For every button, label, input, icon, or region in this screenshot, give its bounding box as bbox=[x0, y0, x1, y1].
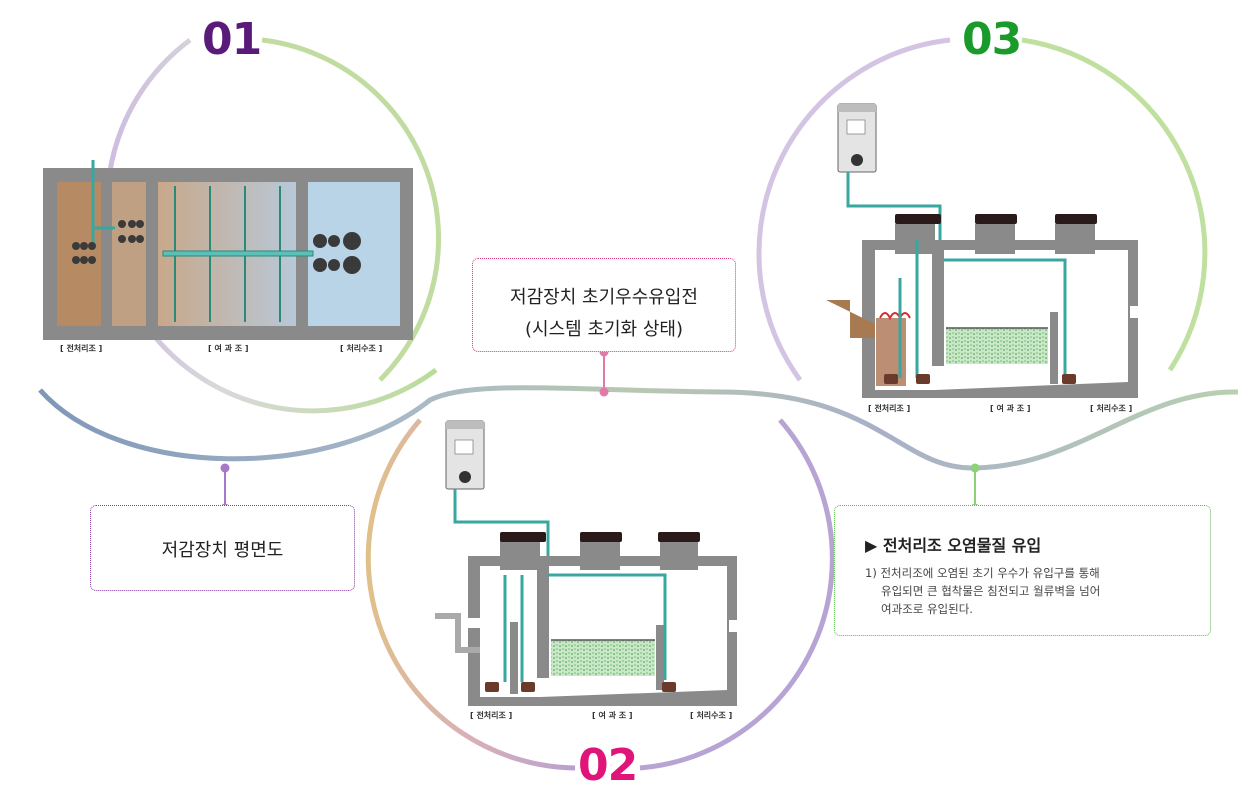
step3-heading: ▶ 전처리조 오염물질 유입 bbox=[865, 536, 1042, 555]
step-number-01: 01 bbox=[202, 14, 262, 65]
step3-line2: 유입되면 큰 협착물은 침전되고 월류벽을 넘어 bbox=[881, 584, 1101, 598]
step3-line3: 여과조로 유입된다. bbox=[881, 602, 973, 616]
circle-03-arc-right bbox=[1021, 37, 1208, 372]
connector-dot-step3-top bbox=[970, 463, 980, 473]
step3-line1: 1) 전처리조에 오염된 초기 우수가 유입구를 통해 bbox=[865, 566, 1100, 580]
connecting-wave bbox=[38, 385, 1238, 471]
circle-03-arc bbox=[756, 37, 951, 382]
circle-01-arc-right bbox=[261, 37, 442, 382]
step-number-02: 02 bbox=[578, 740, 638, 791]
connector-dot-initial-bottom bbox=[599, 387, 609, 397]
label-pre-treatment-02: [ 전처리조 ] bbox=[470, 711, 513, 720]
initial-state-box: 저감장치 초기우수유입전 (시스템 초기화 상태) bbox=[472, 258, 736, 352]
circle-02-arc-left bbox=[365, 418, 576, 771]
connector-dot-plan-top bbox=[220, 463, 230, 473]
step-number-03: 03 bbox=[962, 14, 1022, 65]
plan-caption-text: 저감장치 평면도 bbox=[161, 540, 284, 561]
initial-state-line2: (시스템 초기화 상태) bbox=[525, 319, 683, 340]
label-treated-02: [ 처리수조 ] bbox=[690, 711, 733, 720]
plan-view bbox=[43, 160, 413, 340]
label-filter-01: [ 여 과 조 ] bbox=[208, 344, 249, 353]
step3-description-box: ▶ 전처리조 오염물질 유입 1) 전처리조에 오염된 초기 우수가 유입구를 … bbox=[834, 505, 1211, 636]
label-treated-01: [ 처리수조 ] bbox=[340, 344, 383, 353]
label-filter-03: [ 여 과 조 ] bbox=[990, 404, 1031, 413]
pump-icons bbox=[72, 220, 361, 274]
label-pre-treatment-03: [ 전처리조 ] bbox=[868, 404, 911, 413]
section-view-02 bbox=[435, 420, 737, 706]
label-treated-03: [ 처리수조 ] bbox=[1090, 404, 1133, 413]
label-filter-02: [ 여 과 조 ] bbox=[592, 711, 633, 720]
initial-state-line1: 저감장치 초기우수유입전 bbox=[510, 287, 698, 308]
circle-02-arc-right bbox=[639, 418, 835, 771]
label-pre-treatment-01: [ 전처리조 ] bbox=[60, 344, 103, 353]
plan-caption-box: 저감장치 평면도 bbox=[90, 505, 355, 591]
section-view-03 bbox=[826, 103, 1138, 398]
